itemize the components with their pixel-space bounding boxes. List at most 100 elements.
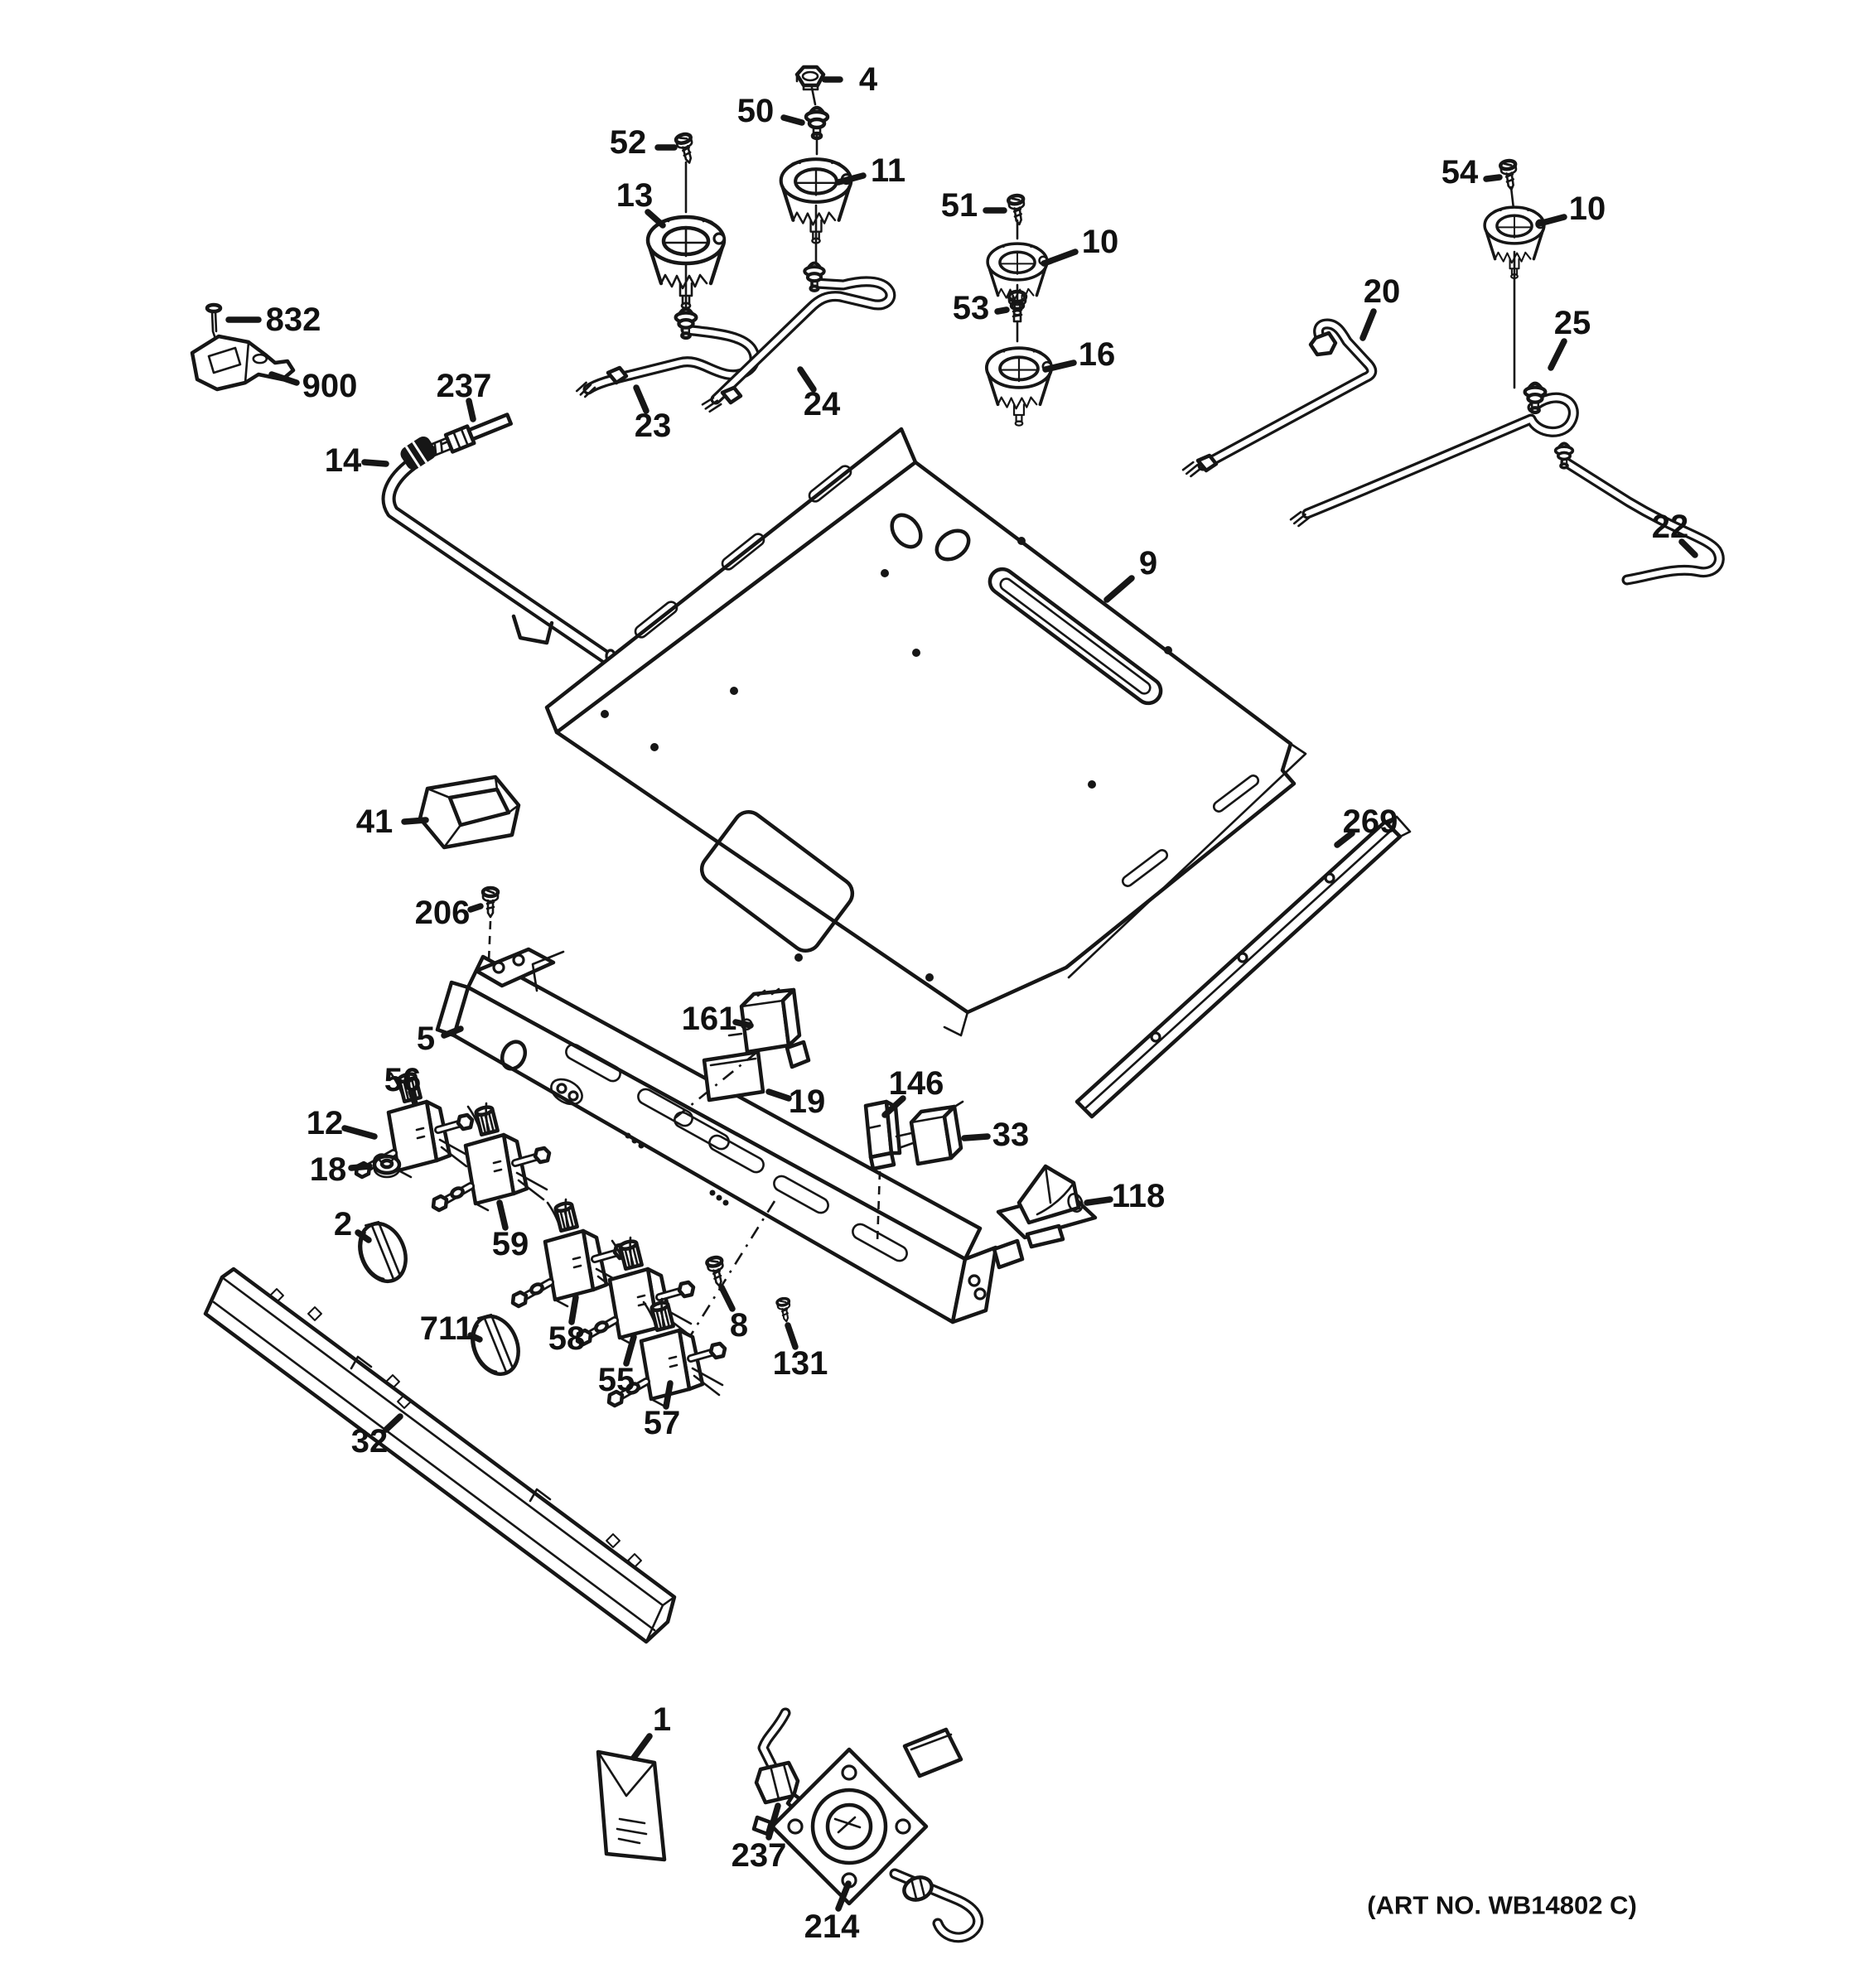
gas-tube-20 [1181, 318, 1378, 480]
gas-tube-22 [1553, 442, 1725, 586]
burner-cap-16 [984, 346, 1054, 427]
flange-slot [808, 465, 852, 503]
part-number-label: 11 [871, 152, 905, 189]
align-line [427, 440, 449, 451]
cover-41 [418, 774, 521, 850]
part-number-label: 51 [941, 187, 978, 224]
part-number-label: 269 [1343, 803, 1398, 840]
callout-41: 41 [356, 803, 429, 840]
part-number-label: 131 [773, 1345, 828, 1382]
callout-leader-line [835, 172, 867, 186]
shield-plate-19 [702, 1049, 765, 1103]
pipe-bracket [511, 614, 554, 645]
callout-leader-line [633, 384, 650, 414]
part-number-label: 16 [1079, 336, 1116, 373]
callout-9: 9 [1103, 545, 1157, 603]
part-number-label: 14 [325, 442, 362, 479]
callout-23: 23 [633, 384, 672, 444]
pressure-regulator-214 [751, 1727, 984, 1943]
assembly-line [876, 1170, 881, 1243]
panel-vent-slot-inner [999, 577, 1152, 695]
callout-leader-line [1536, 214, 1567, 227]
part-number-label: 161 [682, 1001, 737, 1037]
part-number-label: 118 [1112, 1178, 1166, 1214]
callout-leader-line [1084, 1196, 1113, 1206]
part-number-label: 8 [730, 1307, 748, 1344]
part-number-label: 58 [548, 1320, 586, 1357]
callout-leader-line [732, 1019, 754, 1029]
callout-leader-line [355, 1229, 372, 1243]
part-number-label: 55 [598, 1362, 635, 1398]
callout-13: 13 [616, 177, 666, 229]
align-line [810, 86, 817, 106]
callout-leader-line [466, 398, 476, 422]
part-number-label: 22 [1652, 509, 1689, 545]
burner-box-5 [435, 947, 1025, 1325]
orifice-fitting-237 [424, 413, 514, 459]
callout-25: 25 [1548, 305, 1591, 371]
callout-leader-line [1483, 174, 1503, 182]
part-number-label: 20 [1364, 273, 1401, 310]
bracket-900 [190, 334, 296, 392]
gas-tube-23 [575, 309, 761, 400]
panel-oval-hole [890, 513, 923, 549]
callout-50: 50 [737, 93, 805, 129]
part-number-label: 19 [789, 1083, 826, 1120]
box-roof-notch [531, 950, 565, 992]
part-number-label: 214 [804, 1908, 860, 1945]
callout-51: 51 [941, 187, 1007, 224]
top-burner-group [648, 67, 1546, 427]
tube-23-nut [606, 365, 629, 385]
callout-161: 161 [682, 1001, 754, 1037]
callout-leader-line [630, 1733, 653, 1761]
skirt-slot [1121, 849, 1169, 887]
callout-leader-line [408, 1088, 418, 1107]
part-number-label: 4 [859, 61, 878, 98]
callout-832: 832 [225, 302, 321, 338]
callout-leader-line [1678, 538, 1698, 558]
part-number-label: 56 [384, 1062, 422, 1098]
callout-4: 4 [822, 61, 878, 98]
callout-206: 206 [415, 895, 484, 931]
callout-leader-line [467, 1332, 483, 1343]
callout-leader-line [568, 1294, 579, 1325]
align-line [1509, 186, 1515, 210]
tube-20-end-nut [1195, 453, 1219, 473]
flange-slot [721, 533, 765, 571]
callout-leader-line [1548, 338, 1567, 371]
callout-leader-line [663, 1380, 674, 1410]
part-number-label: 25 [1554, 305, 1591, 341]
panel-vent-slot [988, 567, 1163, 706]
callout-leader-line [1103, 575, 1135, 603]
callout-10: 10 [1536, 191, 1606, 227]
callout-2: 2 [334, 1206, 372, 1243]
screw-206 [483, 888, 498, 962]
callout-52: 52 [610, 124, 678, 161]
tube-24-nut [720, 385, 743, 405]
callout-56: 56 [384, 1062, 422, 1107]
callout-leader-line [383, 1413, 403, 1433]
part-number-label: 50 [737, 93, 775, 129]
callout-19: 19 [765, 1083, 826, 1120]
part-number-label: 23 [635, 408, 672, 444]
gas-tube-24 [700, 263, 896, 416]
callout-55: 55 [598, 1334, 637, 1398]
callout-10: 10 [1041, 224, 1118, 267]
callout-leader-line [645, 209, 666, 229]
callout-leader-line [1359, 308, 1377, 341]
pipe-end-cap [400, 436, 437, 470]
callout-1: 1 [630, 1701, 671, 1761]
part-number-label: 18 [310, 1151, 347, 1188]
callout-leader-line [1042, 359, 1077, 373]
callout-900: 900 [268, 368, 357, 404]
callout-118: 118 [1084, 1178, 1166, 1214]
callout-237: 237 [732, 1802, 786, 1874]
part-number-label: 206 [415, 895, 471, 931]
callout-leader-line [1334, 830, 1355, 848]
callout-leader-line [785, 1322, 799, 1350]
art-no-text: (ART NO. WB14802 C) [1367, 1891, 1637, 1920]
callout-269: 269 [1334, 803, 1398, 848]
callout-14: 14 [325, 442, 389, 479]
callout-leader-line [765, 1088, 792, 1102]
